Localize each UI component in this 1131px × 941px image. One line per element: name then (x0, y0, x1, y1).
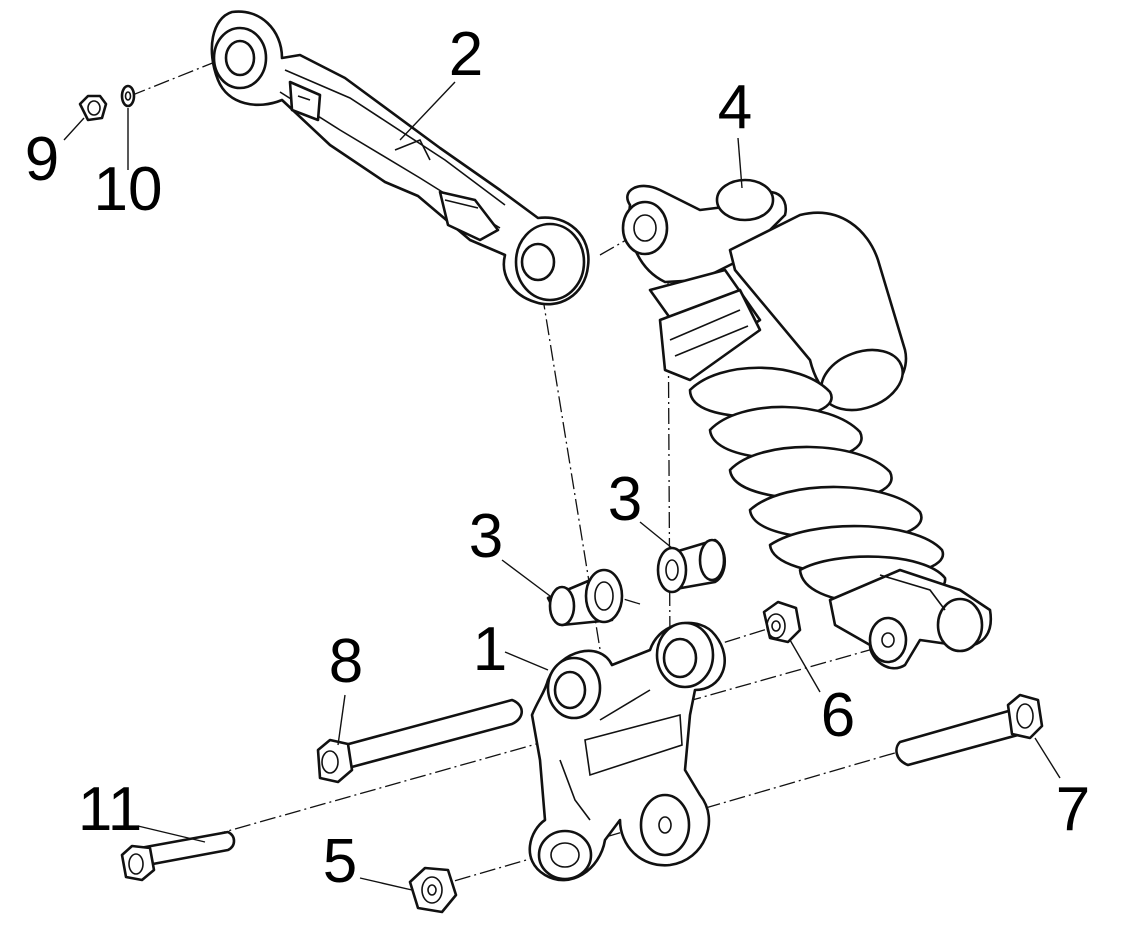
nut-part-9 (78, 94, 108, 122)
callout-7: 7 (1055, 775, 1091, 844)
callout-2: 2 (448, 20, 484, 89)
bolt-part-11 (120, 830, 236, 882)
callout-3-right: 3 (607, 465, 643, 534)
rocker-bracket-part-1 (528, 621, 726, 882)
callout-9: 9 (24, 125, 60, 194)
callout-11: 11 (77, 775, 143, 844)
link-arm-part-2 (210, 10, 590, 306)
leader-lines (63, 81, 1061, 891)
nut-part-6 (762, 600, 802, 644)
callout-1: 1 (472, 615, 508, 684)
callout-5: 5 (322, 827, 358, 896)
bolt-part-7 (895, 693, 1044, 767)
bolt-part-8 (316, 698, 524, 784)
callout-6: 6 (820, 681, 856, 750)
washer-part-10 (120, 84, 136, 108)
nut-part-5 (408, 866, 458, 914)
bushing-part-3-left (546, 568, 624, 627)
callout-10: 10 (93, 155, 163, 224)
callout-4: 4 (717, 73, 753, 142)
shock-absorber-part-4 (621, 178, 993, 670)
callout-3-left: 3 (468, 502, 504, 571)
bushing-part-3-right (656, 538, 727, 594)
callout-8: 8 (328, 627, 364, 696)
